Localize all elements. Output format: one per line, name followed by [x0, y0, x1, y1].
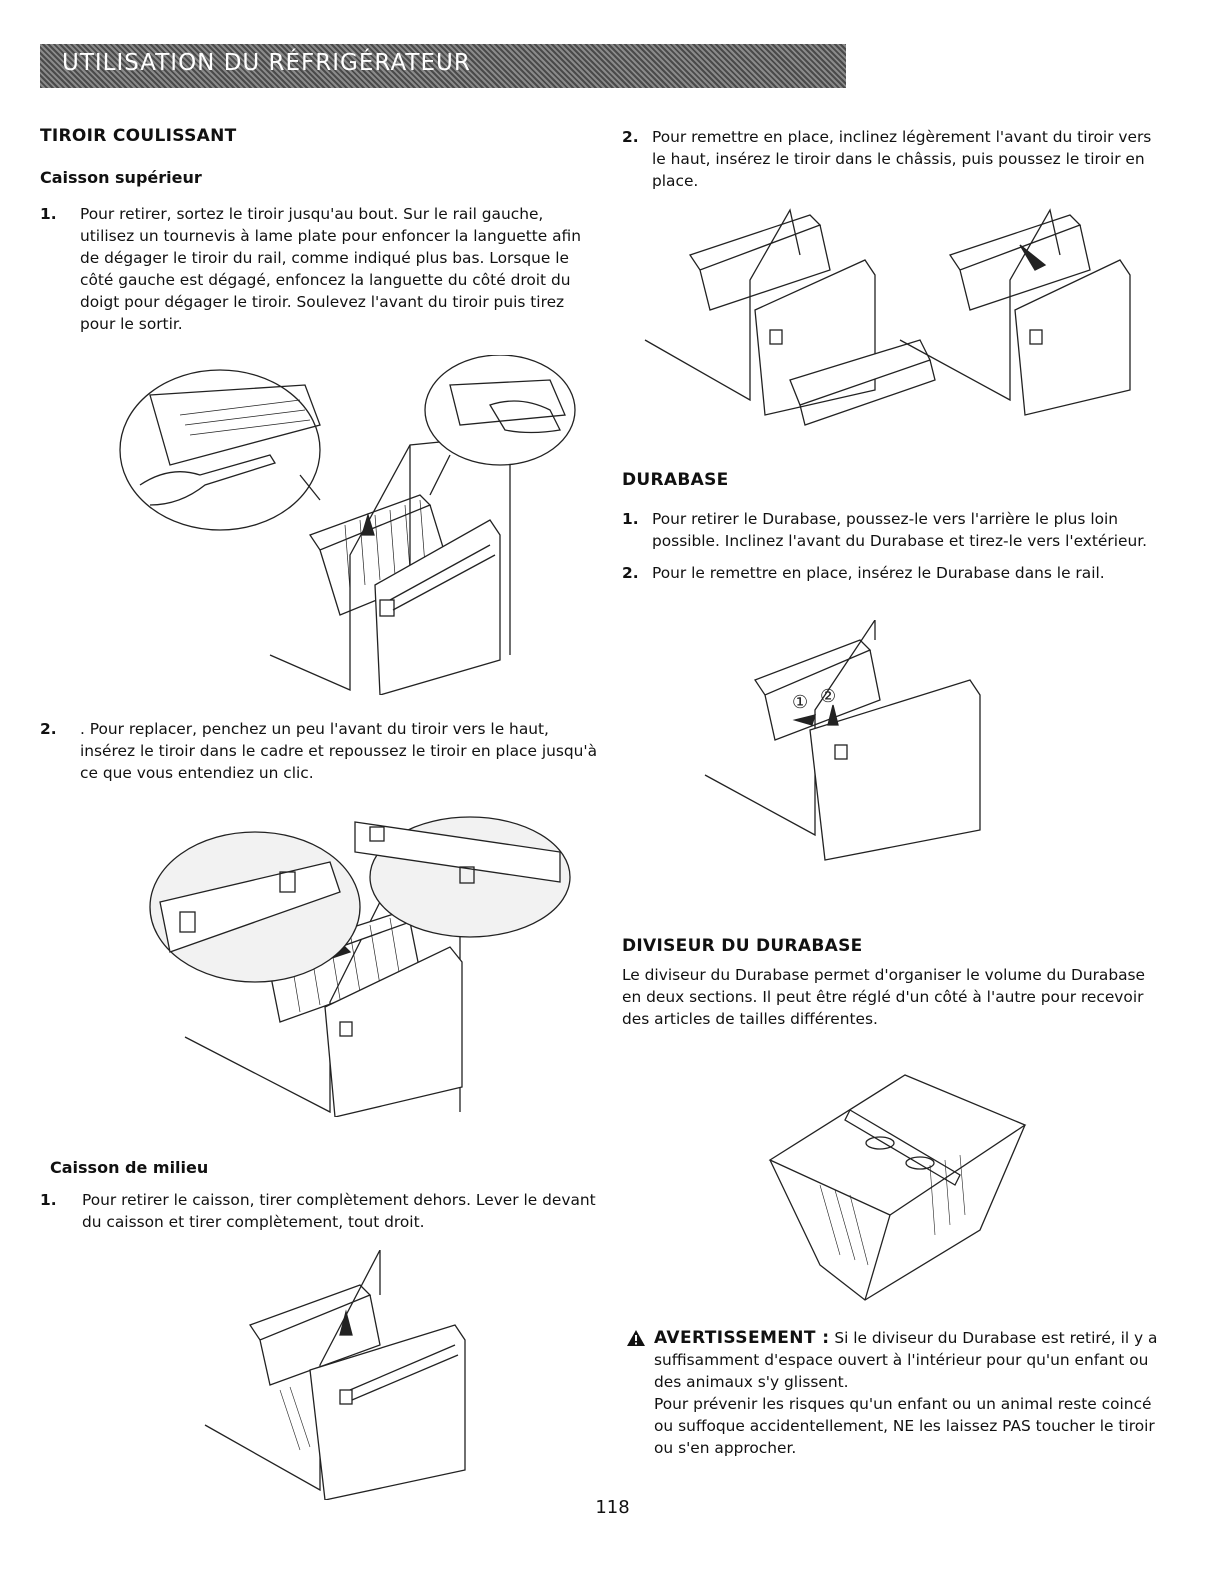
step-marker-1: ①: [792, 692, 808, 713]
warning-box: AVERTISSEMENT : Si le diviseur du Duraba…: [622, 1327, 1170, 1459]
right-top-text: 2. Pour remettre en place, inclinez légè…: [622, 126, 1162, 192]
banner-title: UTILISATION DU RÉFRIGÉRATEUR: [62, 50, 471, 76]
page-number: 118: [595, 1497, 630, 1518]
left-top-text: TIROIR COULISSANT Caisson supérieur 1. P…: [40, 126, 600, 335]
warning-text-1: Si le diviseur du Durabase est retiré, i…: [654, 1329, 1158, 1391]
figure-upper-drawer-reinstall: [140, 812, 580, 1117]
step-1-upper: 1. Pour retirer, sortez le tiroir jusqu'…: [40, 203, 600, 335]
step-text: Pour le remettre en place, insérez le Du…: [652, 564, 1105, 582]
warning-text-2: Pour prévenir les risques qu'un enfant o…: [654, 1395, 1155, 1457]
step-number: 2.: [40, 720, 57, 738]
divider-section: DIVISEUR DU DURABASE Le diviseur du Dura…: [622, 936, 1162, 1030]
divider-title: DIVISEUR DU DURABASE: [622, 936, 863, 956]
step-text: Pour retirer le Durabase, poussez-le ver…: [652, 510, 1148, 550]
figure-durabase-divider: [760, 1065, 1030, 1305]
step-text: . Pour replacer, penchez un peu l'avant …: [80, 720, 598, 782]
step-text: Pour retirer le caisson, tirer complètem…: [82, 1191, 596, 1231]
step-text: Pour remettre en place, inclinez légèrem…: [652, 128, 1152, 190]
subtitle-caisson-milieu: Caisson de milieu: [50, 1158, 209, 1177]
figure-drawer-reinstall-pair: [640, 200, 1180, 455]
step-number: 2.: [622, 564, 639, 582]
step-marker-2: ②: [820, 686, 836, 707]
step-1-middle: 1. Pour retirer le caisson, tirer complè…: [40, 1189, 610, 1233]
subtitle-caisson-superieur: Caisson supérieur: [40, 168, 202, 187]
step-text: Pour retirer, sortez le tiroir jusqu'au …: [80, 205, 581, 333]
durabase-section: DURABASE 1. Pour retirer le Durabase, po…: [622, 470, 1167, 584]
figure-middle-drawer-removal: [200, 1250, 490, 1500]
figure-durabase: ① ②: [700, 620, 1000, 880]
durabase-step-2: 2. Pour le remettre en place, insérez le…: [622, 562, 1167, 584]
figure-upper-drawer-removal: [110, 355, 600, 695]
section-banner: UTILISATION DU RÉFRIGÉRATEUR: [40, 44, 846, 88]
step-number: 2.: [622, 128, 639, 146]
step-2-replace: 2. Pour remettre en place, inclinez légè…: [622, 126, 1162, 192]
step-number: 1.: [40, 205, 57, 223]
durabase-step-1: 1. Pour retirer le Durabase, poussez-le …: [622, 508, 1167, 552]
divider-text: Le diviseur du Durabase permet d'organis…: [622, 966, 1146, 1028]
left-middle-section: Caisson de milieu 1. Pour retirer le cai…: [40, 1158, 610, 1233]
step-2-upper: 2. . Pour replacer, penchez un peu l'ava…: [40, 718, 600, 784]
section-title-tiroir: TIROIR COULISSANT: [40, 126, 237, 146]
left-step-2: 2. . Pour replacer, penchez un peu l'ava…: [40, 718, 600, 784]
warning-label: AVERTISSEMENT :: [654, 1328, 830, 1348]
durabase-title: DURABASE: [622, 470, 729, 490]
step-number: 1.: [40, 1191, 57, 1209]
step-number: 1.: [622, 510, 639, 528]
warning-triangle-icon: [627, 1330, 645, 1346]
warning-paragraph: AVERTISSEMENT : Si le diviseur du Duraba…: [622, 1327, 1170, 1459]
